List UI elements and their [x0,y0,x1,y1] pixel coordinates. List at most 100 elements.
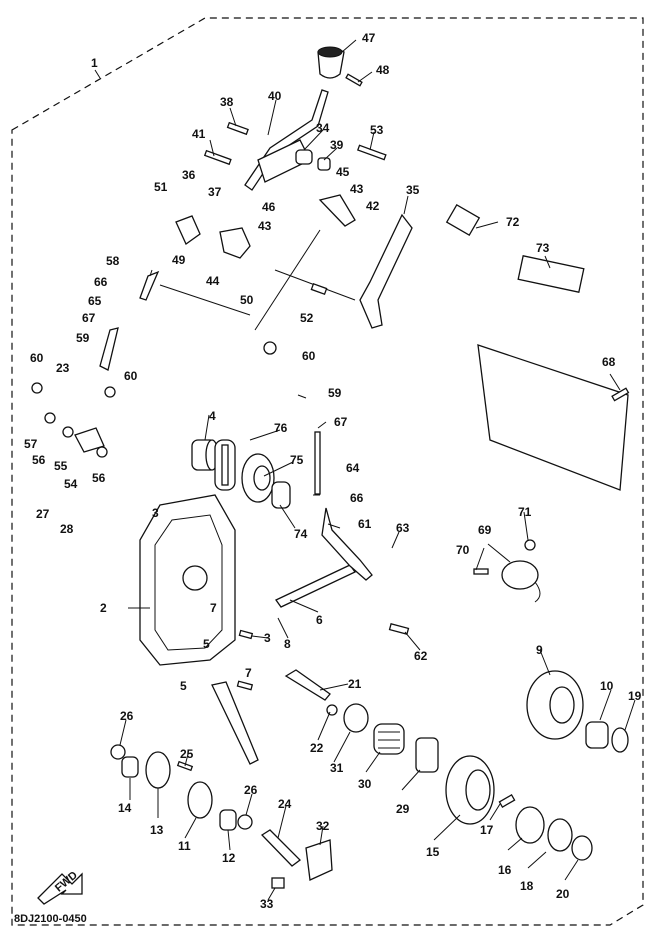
cam-16 [515,806,545,844]
bolt-41 [203,149,232,166]
callout-28: 28 [60,522,74,536]
washer-26a [110,744,126,760]
washer-19 [611,727,629,753]
callout-5b: 5 [180,679,187,693]
callout-5a: 5 [203,637,210,651]
callout-22: 22 [310,741,324,755]
callout-7b: 7 [245,666,252,680]
callout-70: 70 [456,543,470,557]
callout-3b: 3 [264,631,271,645]
callout-51: 51 [154,180,168,194]
callout-53: 53 [370,123,384,137]
callout-66a: 66 [94,275,108,289]
callout-63: 63 [396,521,410,535]
callout-65: 65 [88,294,102,308]
pin-7 [236,680,254,691]
shift-knob [317,46,345,79]
callout-59b: 59 [328,386,342,400]
nut-60-top [263,341,277,355]
knob-pin [345,73,363,87]
callout-16: 16 [498,863,512,877]
callout-36: 36 [182,168,196,182]
washer-26b [237,814,253,830]
bolt-38 [226,121,249,136]
callout-34: 34 [316,121,330,135]
shaft-6 [275,564,356,608]
assembly-boundary [11,17,644,926]
callout-24: 24 [278,797,292,811]
callout-72: 72 [506,215,520,229]
collar-34 [295,149,313,165]
callout-44: 44 [206,274,220,288]
pin-3 [238,629,254,640]
callout-47: 47 [362,31,376,45]
rod-59 [99,327,119,371]
callout-74: 74 [294,527,308,541]
bolt-52 [310,282,328,296]
screw-70 [473,568,489,575]
bracket-49 [175,215,201,245]
callout-23: 23 [56,361,70,375]
callout-11: 11 [178,839,191,853]
callout-46: 46 [262,200,276,214]
callout-10: 10 [600,679,614,693]
callout-55: 55 [54,459,68,473]
screw-68 [611,387,630,402]
callout-13: 13 [150,823,164,837]
callout-68: 68 [602,355,616,369]
callout-37: 37 [208,185,222,199]
callout-17: 17 [480,823,494,837]
arm-45 [318,194,356,227]
shaft-24 [260,829,301,867]
callout-30: 30 [358,777,372,791]
callout-67b: 67 [334,415,348,429]
housing-inner [154,514,223,651]
callout-9: 9 [536,643,543,657]
callout-15: 15 [426,845,440,859]
callout-35: 35 [406,183,420,197]
callout-60b: 60 [124,369,138,383]
switch-69 [501,560,541,603]
leader-lines [94,39,636,901]
washer-55 [62,426,74,438]
callout-61: 61 [358,517,372,531]
cap-31 [343,703,369,733]
diagram-code: 8DJ2100-0450 [14,913,87,925]
gear-11 [187,781,213,819]
link-rod [159,229,356,331]
bushing-74 [271,481,291,509]
callout-41: 41 [192,127,206,141]
bolt-21 [284,669,331,701]
bearing-4 [191,439,219,471]
bolt-53 [356,144,387,161]
bolt-33 [271,877,285,889]
callout-39: 39 [330,138,344,152]
callout-69: 69 [478,523,492,537]
callout-27: 27 [36,507,50,521]
gear-9 [526,670,584,740]
callout-labels: 1 2 3 3 4 5 5 6 7 7 8 9 10 11 12 13 14 1… [24,31,642,911]
callout-54: 54 [64,477,78,491]
rod-5 [211,681,259,765]
clutch-15 [445,755,495,825]
callout-31: 31 [330,761,344,775]
spring-30 [373,723,405,755]
washer-56 [44,412,56,424]
callout-75: 75 [290,453,304,467]
callout-58: 58 [106,254,120,268]
callout-48: 48 [376,63,390,77]
callout-64: 64 [346,461,360,475]
sprocket-75 [241,453,275,503]
bracket-44 [219,227,251,259]
washer-60 [31,382,43,394]
washer-60b [104,386,116,398]
callout-71: 71 [518,505,532,519]
callout-32: 32 [316,819,330,833]
arm-35 [359,213,413,329]
callout-19: 19 [628,689,642,703]
callout-29: 29 [396,802,410,816]
callout-33: 33 [260,897,274,911]
callout-1: 1 [91,56,98,70]
callout-73: 73 [536,241,550,255]
callout-62: 62 [414,649,428,663]
